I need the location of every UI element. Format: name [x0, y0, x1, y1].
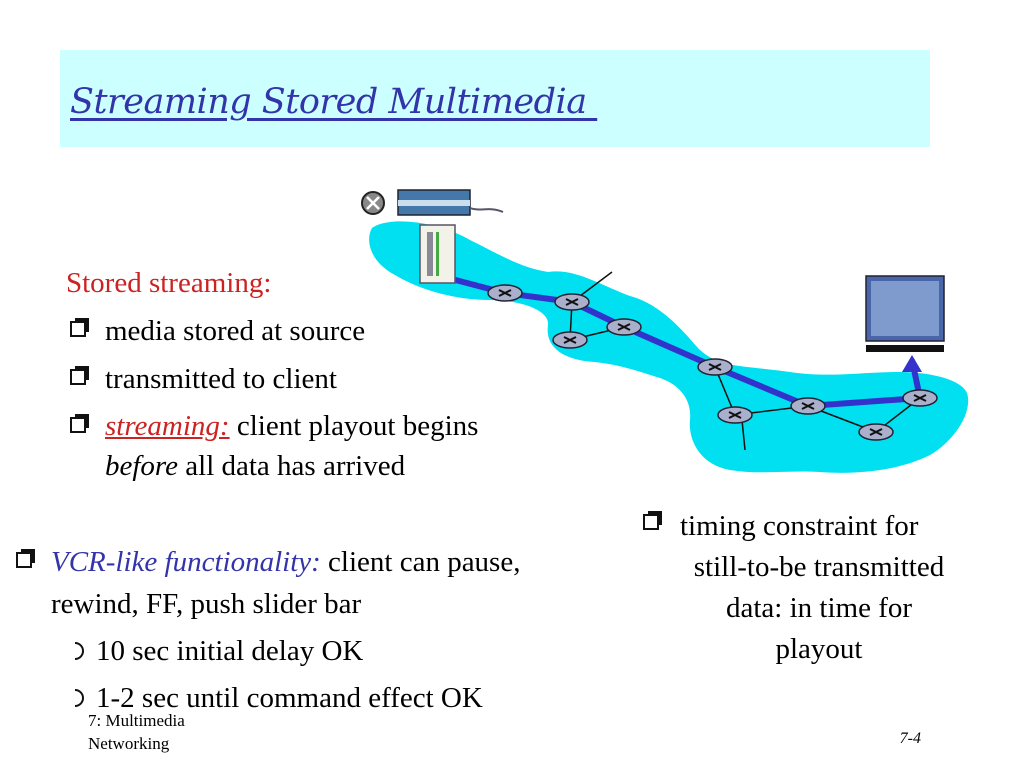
- routers: [487, 284, 938, 441]
- footer-line1: 7: Multimedia: [88, 711, 185, 730]
- timing-line4: playout: [775, 633, 863, 665]
- arrow-head: [902, 355, 922, 372]
- vcr-desc: client can pause,: [320, 546, 521, 578]
- timing-line2: still-to-be transmitted: [693, 551, 945, 583]
- title-bar: [60, 50, 930, 147]
- footer-course: 7: Multimedia Networking: [88, 710, 185, 756]
- bullet-media-stored: media stored at source: [105, 315, 366, 347]
- bullet-transmitted: transmitted to client: [105, 363, 337, 395]
- bullet-box-icon: [70, 366, 89, 385]
- media-server-icon: [361, 189, 504, 284]
- bullet-streaming-line2: before all data has arrived: [105, 452, 405, 481]
- vcr-line2: rewind, FF, push slider bar: [51, 588, 362, 620]
- vcr-term: VCR-like functionality:: [51, 546, 321, 578]
- timing-line3: data: in time for: [725, 592, 913, 624]
- timing-line1: timing constraint for: [680, 510, 919, 542]
- streaming-term: streaming:: [105, 410, 230, 442]
- slide-title: Streaming Stored Multimedia: [70, 82, 598, 122]
- client-monitor-icon: [865, 275, 945, 352]
- before-term: before: [105, 450, 179, 482]
- bullet-vcr: VCR-like functionality: client can pause…: [51, 548, 520, 577]
- bullet-streaming: streaming: client playout begins: [105, 412, 478, 441]
- stored-streaming-heading: Stored streaming:: [66, 267, 272, 299]
- sub-bullet-delay: 10 sec initial delay OK: [96, 635, 364, 667]
- bullet-box-icon: [70, 414, 89, 433]
- bullet-box-icon: [16, 549, 35, 568]
- before-rest: all data has arrived: [178, 450, 406, 482]
- page-number: 7-4: [899, 730, 921, 747]
- footer-line2: Networking: [88, 733, 170, 753]
- streaming-desc: client playout begins: [229, 410, 479, 442]
- bullet-box-icon: [70, 318, 89, 337]
- bullet-box-icon: [643, 511, 662, 530]
- sub-bullet-command: 1-2 sec until command effect OK: [96, 682, 483, 714]
